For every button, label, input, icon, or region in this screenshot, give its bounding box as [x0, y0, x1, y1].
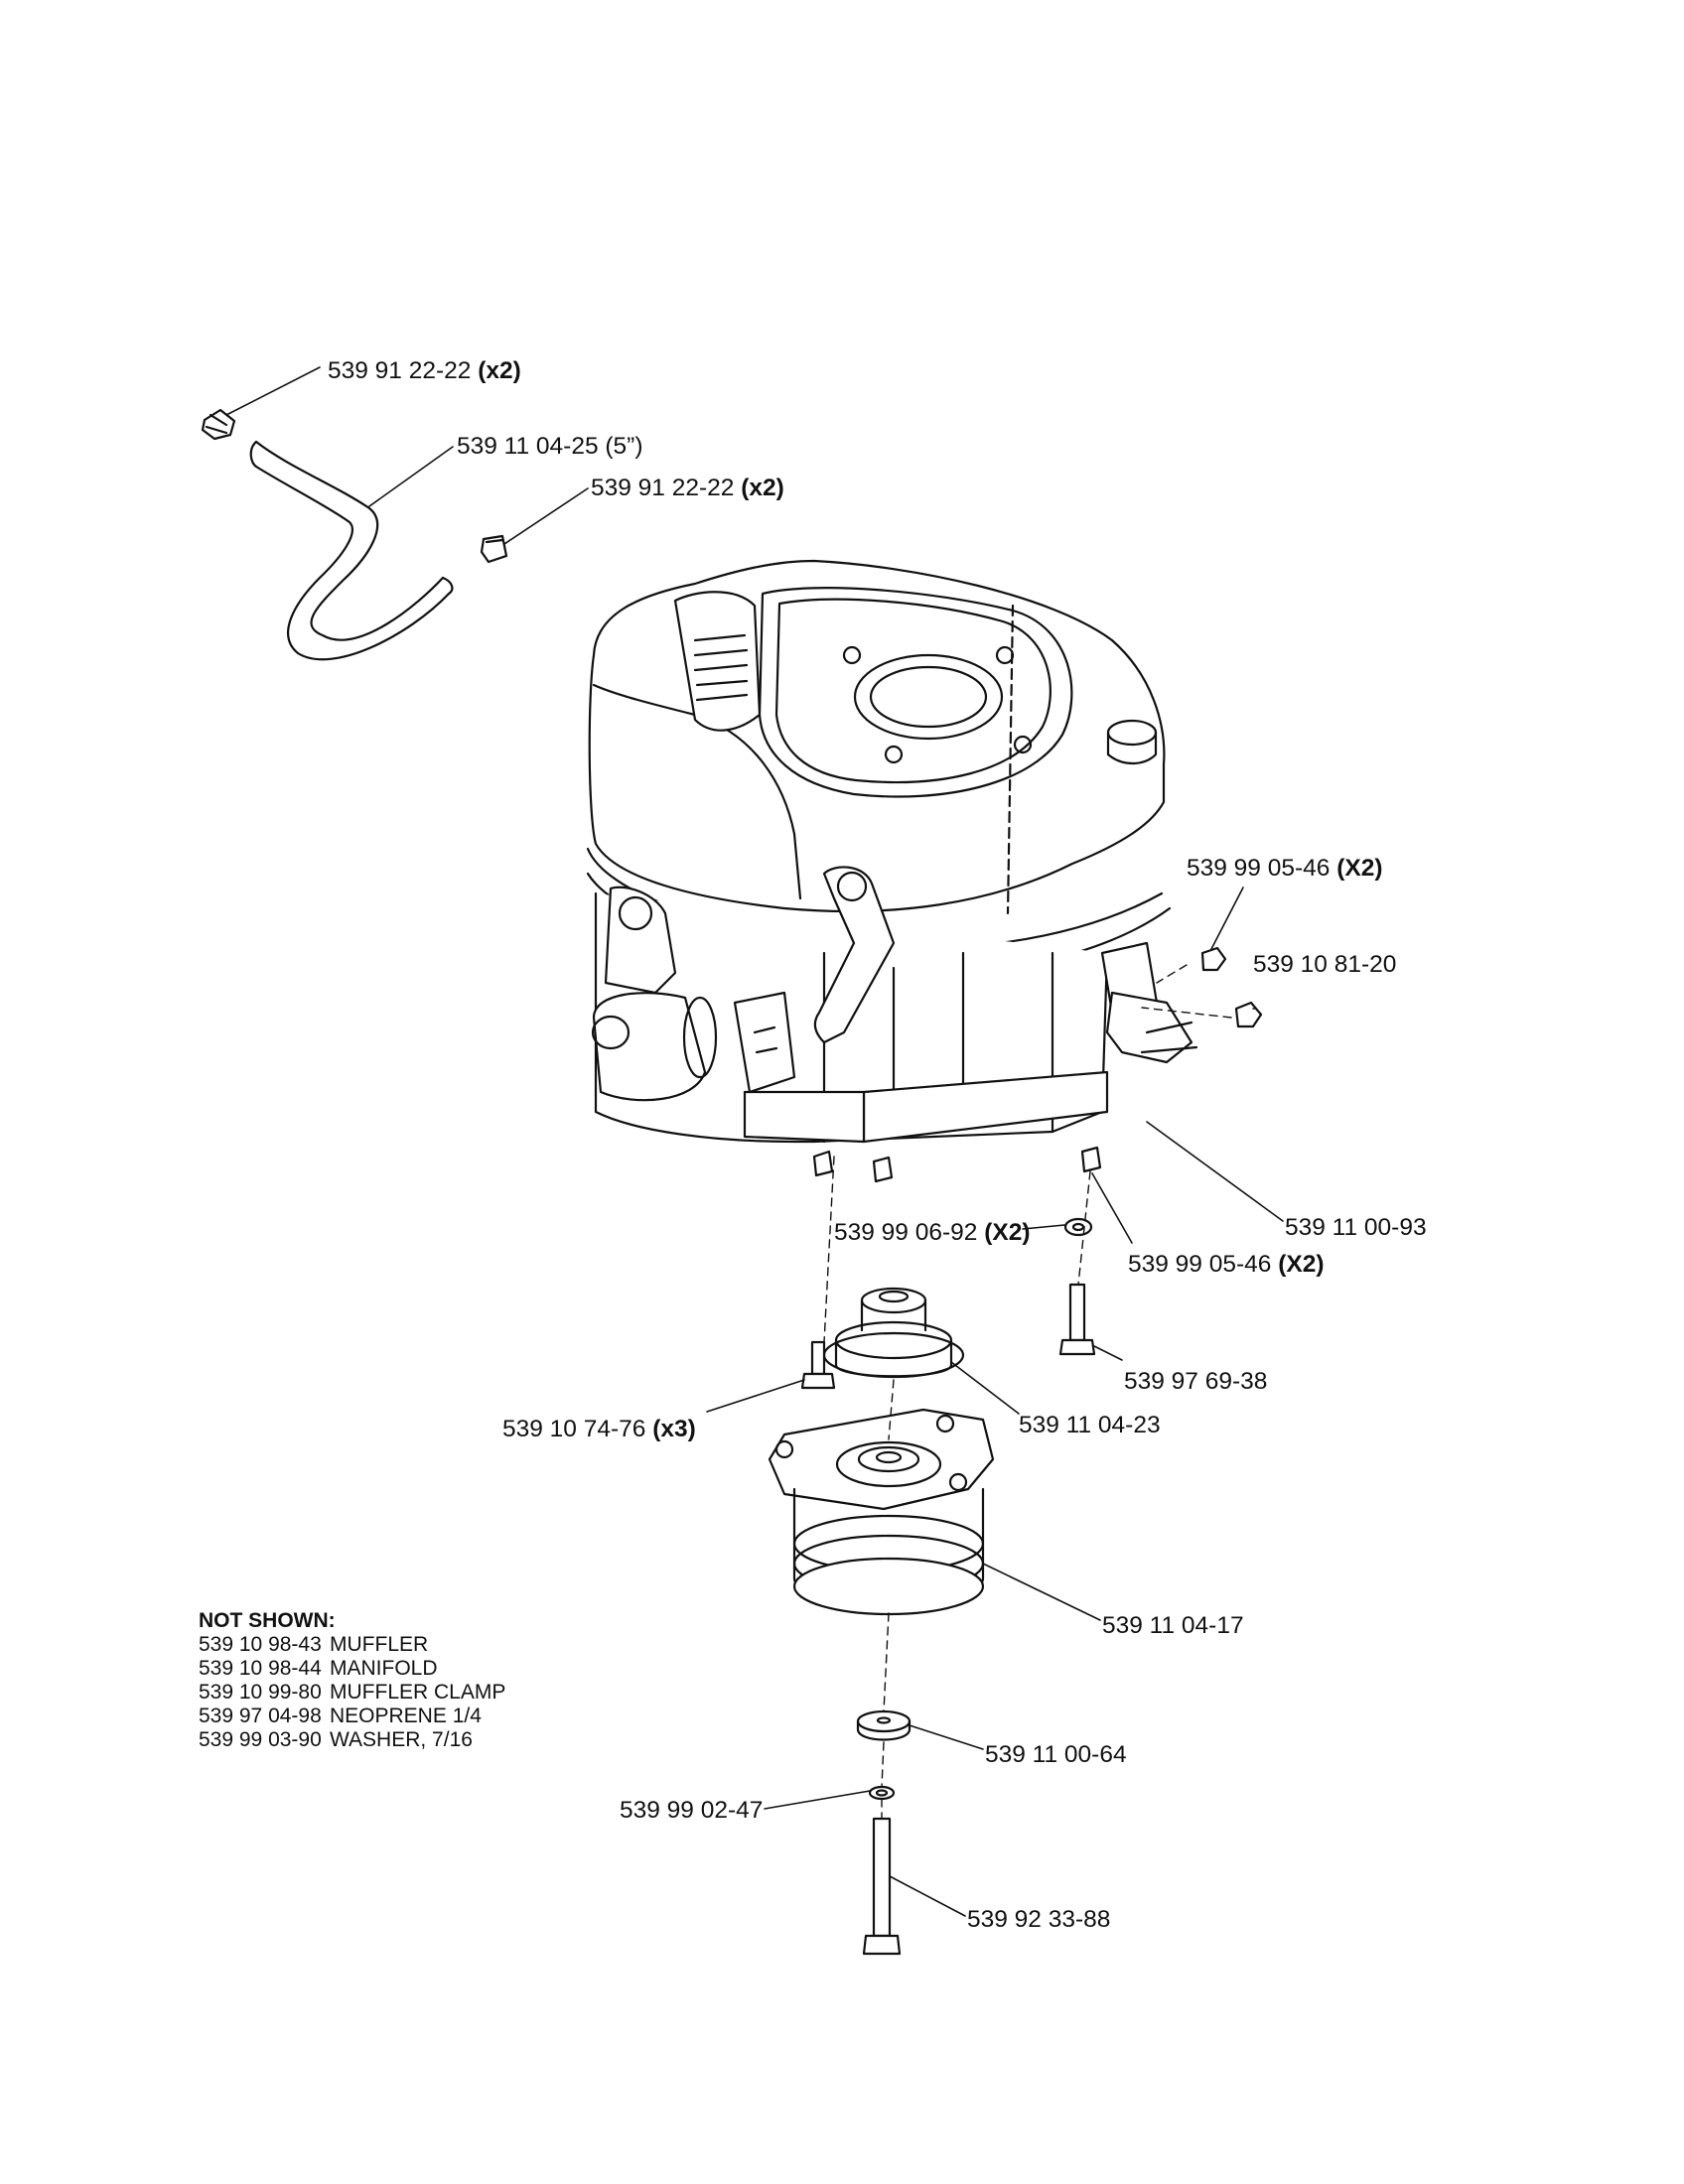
- engine: [586, 559, 1198, 1183]
- callout-leader-lines: [225, 366, 1284, 1917]
- not-shown-title: NOT SHOWN:: [199, 1609, 336, 1632]
- callout-label: 539 11 04-23: [1019, 1412, 1161, 1438]
- bolt-short-left: [800, 1340, 836, 1390]
- callout-label: 539 10 74-76 (x3): [502, 1416, 696, 1442]
- bolt-long: [862, 1817, 902, 1956]
- engine-pulley: [822, 1287, 965, 1379]
- thick-washer: [856, 1709, 912, 1741]
- callout-label: 539 99 06-92 (X2): [834, 1219, 1031, 1246]
- callout-label: 539 99 02-47: [620, 1797, 764, 1824]
- callout-label: 539 92 33-88: [967, 1906, 1111, 1933]
- callout-label: 539 11 04-25 (5”): [457, 433, 643, 460]
- callout-label: 539 11 00-64: [985, 1741, 1127, 1768]
- electric-clutch: [768, 1408, 995, 1616]
- callout-label: 539 99 05-46 (X2): [1187, 855, 1383, 882]
- assembly-axis-lines: [823, 964, 1232, 1820]
- nut-right: [1234, 1001, 1263, 1028]
- bolt-right: [1058, 1283, 1096, 1356]
- callout-label: 539 11 04-17: [1102, 1612, 1244, 1639]
- lock-washer: [868, 1785, 896, 1801]
- hose-clamp-upper: [201, 408, 236, 441]
- washer-small: [1063, 1217, 1093, 1237]
- callout-label: 539 91 22-22 (x2): [591, 475, 784, 501]
- callout-label: 539 10 81-20: [1253, 951, 1397, 978]
- fuel-hose: [249, 440, 454, 661]
- callout-label: 539 91 22-22 (x2): [328, 357, 521, 384]
- hose-clamp-lower: [480, 534, 508, 564]
- nut-upper-right: [1200, 946, 1227, 972]
- callout-label: 539 99 05-46 (X2): [1128, 1251, 1325, 1278]
- callout-label: 539 11 00-93: [1285, 1214, 1427, 1241]
- callout-label: 539 97 69-38: [1124, 1368, 1268, 1395]
